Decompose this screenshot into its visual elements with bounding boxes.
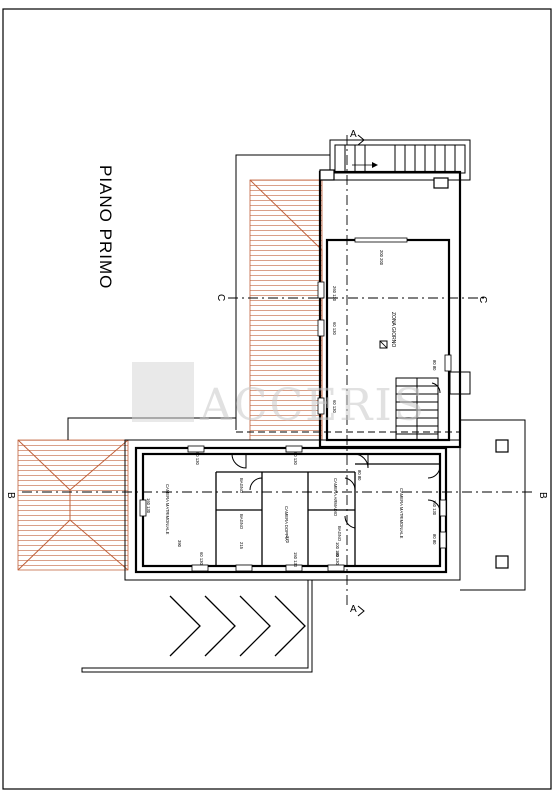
- dim-150-130: 150 130: [293, 552, 298, 568]
- section-lines: [22, 135, 535, 608]
- dim-260-130: 260 130: [332, 286, 337, 302]
- stairs-top: [334, 144, 466, 174]
- doors: [231, 382, 441, 529]
- dim-215: 215: [239, 542, 244, 550]
- section-label-a-top: A: [350, 129, 357, 140]
- dimension-labels: 390 215 270 160 130 160 130 60 130 60 13…: [146, 250, 437, 568]
- dim-60-130-a: 60 130: [195, 452, 200, 465]
- room-label-zona-giorno: ZONA GIORNO: [390, 312, 396, 347]
- room-label-camera-2: CAMERA MATRIMONIALE: [399, 488, 404, 539]
- room-label-camera-4: CAMERA ARMADIO: [333, 478, 338, 517]
- room-label-camera-3: CAMERA DOPPIA: [284, 506, 289, 541]
- stairs-internal: [395, 371, 471, 441]
- pillars: [319, 169, 509, 569]
- room-labels: ZONA GIORNO CAMERA MATRIMONIALE CAMERA M…: [165, 312, 404, 542]
- dim-80-80-c: 80 80: [357, 470, 362, 481]
- section-label-c-left: C: [215, 294, 226, 301]
- dim-160-130-b: 160 130: [432, 500, 437, 516]
- dim-200-200: 200 200: [379, 250, 384, 266]
- dim-390: 390: [177, 540, 182, 548]
- dim-60-130-e: 60 130: [332, 322, 337, 335]
- section-label-b-right: B: [537, 492, 548, 499]
- dim-60-130-c: 60 130: [199, 552, 204, 565]
- roof-left: [17, 439, 129, 571]
- dim-60-130-b: 60 130: [293, 452, 298, 465]
- room-label-camera-1: CAMERA MATRIMONIALE: [165, 484, 170, 535]
- room-label-bagno-1: BAGNO: [239, 478, 244, 494]
- section-label-c-right: C: [477, 296, 488, 303]
- room-label-bagno-2: BAGNO: [239, 514, 244, 530]
- dim-270: 270: [285, 536, 290, 544]
- section-label-a-bottom: A: [350, 604, 357, 615]
- dim-80-80-b: 80 80: [432, 534, 437, 545]
- dim-160-130-a: 160 130: [146, 498, 151, 514]
- dim-80-80-a: 80 80: [432, 360, 437, 371]
- watermark-text: ACCERIS: [199, 380, 426, 431]
- dim-100-130: 100 130: [335, 542, 340, 558]
- page-title: PIANO PRIMO: [96, 165, 115, 289]
- dim-60-130-f: 60 130: [332, 400, 337, 413]
- roof-upper-left: [249, 179, 323, 441]
- entrance-arrows: [169, 595, 306, 657]
- dim-60-130-d: 60 130: [335, 552, 340, 565]
- sheet-frame: [2, 8, 552, 790]
- section-label-b-left: B: [5, 492, 16, 499]
- room-label-bagno-3: BAGNO: [337, 526, 342, 542]
- windows: [139, 237, 452, 572]
- section-markers: A A B B C C: [5, 129, 548, 617]
- watermark-logo: ACCERIS: [132, 362, 426, 431]
